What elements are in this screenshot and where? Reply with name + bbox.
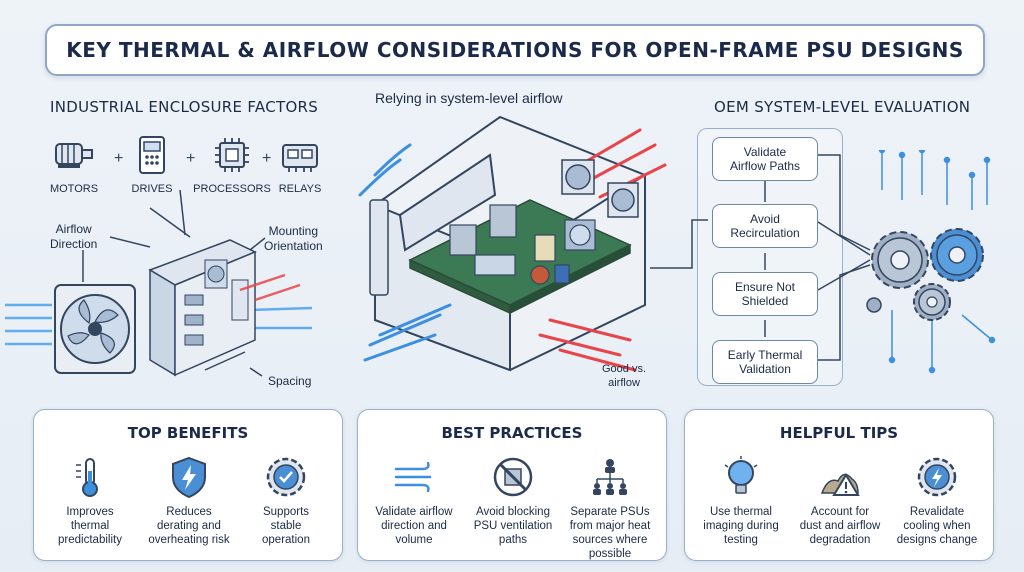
factor-label: RELAYS: [278, 183, 322, 195]
helpful-tips-panel: HELPFUL TIPS Use thermal imaging during …: [684, 409, 994, 561]
spacing-label: Spacing: [268, 374, 312, 388]
hot-airflow-arrows: [239, 273, 301, 302]
gears-circuit-illustration: [866, 150, 996, 374]
gear-icon: [871, 231, 929, 289]
benefit-item: Reduces derating and overheating risk: [141, 455, 237, 547]
oem-evaluation-heading: OEM SYSTEM-LEVEL EVALUATION: [714, 98, 971, 116]
no-blocking-icon: [491, 455, 535, 499]
gear-check-icon: [264, 455, 308, 499]
factor-drives: DRIVES: [120, 135, 184, 195]
item-text: Account for dust and airflow degradation: [799, 506, 881, 546]
cool-airflow-arrows: [358, 143, 452, 362]
factor-processors: PROCESSORS: [193, 135, 271, 195]
item-text: Reduces derating and overheating risk: [148, 506, 230, 546]
tip-item: Use thermal imaging during testing: [693, 455, 789, 547]
drive-icon: [130, 135, 174, 175]
flow-connectors: [650, 154, 871, 361]
enclosure-fans: [561, 159, 639, 218]
airflow-lines-icon: [392, 455, 436, 499]
item-text: Validate airflow direction and volume: [375, 506, 453, 546]
practice-item: Validate airflow direction and volume: [366, 455, 462, 547]
heatsinks: [449, 204, 596, 285]
factor-label: MOTORS: [49, 183, 99, 195]
panel-heading: BEST PRACTICES: [441, 424, 583, 442]
gear-icon: [930, 228, 984, 282]
flow-step-avoid-recirculation: Avoid Recirculation: [712, 204, 818, 248]
enclosure-illustration: [5, 190, 313, 377]
panel-heading: HELPFUL TIPS: [779, 424, 899, 442]
thermometer-icon: [68, 455, 112, 499]
dust-warning-icon: [818, 455, 862, 499]
item-text: Separate PSUs from major heat sources wh…: [569, 506, 651, 560]
benefit-item: Supports stable operation: [238, 455, 334, 547]
airflow-direction-label: Airflow Direction: [50, 222, 98, 251]
plus-sign: +: [114, 150, 124, 167]
gear-lightning-icon: [915, 455, 959, 499]
item-text: Improves thermal predictability: [58, 506, 122, 546]
enclosure-factors-heading: INDUSTRIAL ENCLOSURE FACTORS: [50, 98, 319, 116]
item-text: Revalidate cooling when designs change: [896, 506, 978, 546]
tip-item: Revalidate cooling when designs change: [889, 455, 985, 547]
gear-icon: [866, 297, 882, 313]
item-text: Use thermal imaging during testing: [703, 506, 779, 546]
center-caption: Relying in system-level airflow: [375, 90, 563, 106]
good-vs-airflow-label: Good vs. airflow: [602, 363, 647, 389]
tip-item: Account for dust and airflow degradation: [792, 455, 888, 547]
flow-step-validate-airflow: Validate Airflow Paths: [712, 137, 818, 181]
factor-motors: MOTORS: [42, 135, 106, 195]
plus-sign: +: [262, 150, 272, 167]
factor-label: DRIVES: [131, 183, 173, 195]
mounting-orientation-label: Mounting Orientation: [264, 224, 323, 253]
relay-icon: [278, 135, 322, 175]
practice-item: Avoid blocking PSU ventilation paths: [465, 455, 561, 547]
lightbulb-icon: [719, 455, 763, 499]
item-text: Avoid blocking PSU ventilation paths: [473, 506, 553, 546]
hierarchy-icon: [588, 455, 632, 499]
flow-step-early-thermal-validation: Early Thermal Validation: [712, 340, 818, 384]
factor-label: PROCESSORS: [193, 183, 271, 195]
plus-sign: +: [186, 150, 196, 167]
system-airflow-illustration: [358, 115, 667, 372]
item-text: Supports stable operation: [262, 506, 310, 546]
fan-icon: [54, 284, 136, 374]
page-title: KEY THERMAL & AIRFLOW CONSIDERATIONS FOR…: [66, 38, 964, 62]
gear-icon: [913, 283, 951, 321]
shield-lightning-icon: [167, 455, 211, 499]
processor-icon: [210, 135, 254, 175]
flow-step-ensure-not-shielded: Ensure Not Shielded: [712, 272, 818, 316]
practice-item: Separate PSUs from major heat sources wh…: [562, 455, 658, 561]
motor-icon: [52, 135, 96, 175]
benefit-item: Improves thermal predictability: [42, 455, 138, 547]
best-practices-panel: BEST PRACTICES Validate airflow directio…: [357, 409, 667, 561]
factor-relays: RELAYS: [268, 135, 332, 195]
top-benefits-panel: TOP BENEFITS Improves thermal predictabi…: [33, 409, 343, 561]
title-banner: KEY THERMAL & AIRFLOW CONSIDERATIONS FOR…: [45, 24, 985, 76]
panel-heading: TOP BENEFITS: [127, 424, 249, 442]
psu-illustration: [148, 239, 257, 377]
